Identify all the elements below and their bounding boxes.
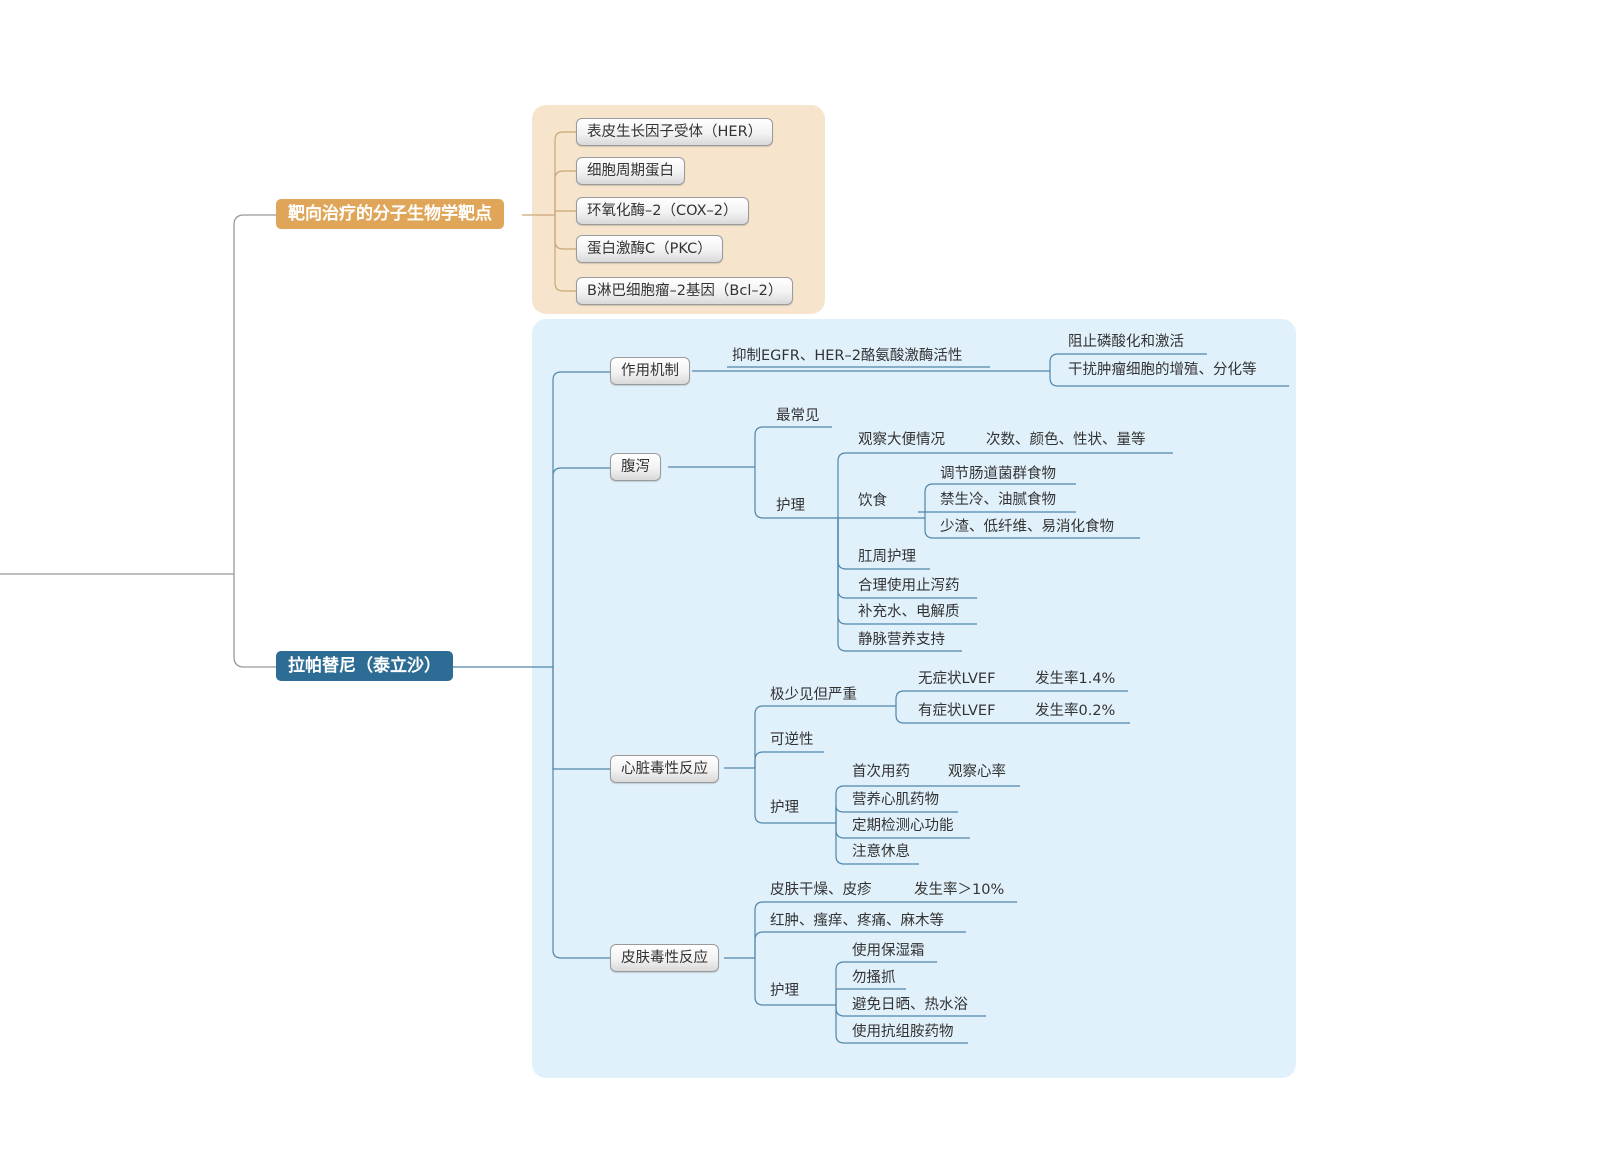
cardiac-first-dose[interactable]: 首次用药 bbox=[852, 764, 910, 780]
skin-care-item[interactable]: 勿搔抓 bbox=[852, 970, 896, 986]
diarrhea-node[interactable]: 腹泻 bbox=[610, 453, 661, 481]
skin-dry-rash-rate[interactable]: 发生率＞10% bbox=[914, 882, 1005, 898]
mechanism-effect[interactable]: 干扰肿瘤细胞的增殖、分化等 bbox=[1068, 362, 1257, 378]
skin-node[interactable]: 皮肤毒性反应 bbox=[610, 944, 719, 972]
diet-item[interactable]: 禁生冷、油腻食物 bbox=[940, 492, 1056, 508]
skin-care-item[interactable]: 使用抗组胺药物 bbox=[852, 1024, 954, 1040]
target-item[interactable]: B淋巴细胞瘤–2基因（Bcl–2） bbox=[576, 277, 794, 305]
cardiac-care-item[interactable]: 定期检测心功能 bbox=[852, 818, 954, 834]
cardiac-reversible[interactable]: 可逆性 bbox=[770, 732, 814, 748]
skin-care-item[interactable]: 使用保湿霜 bbox=[852, 943, 925, 959]
cardiac-asymptomatic-rate[interactable]: 发生率1.4% bbox=[1035, 671, 1116, 687]
skin-care-item[interactable]: 避免日晒、热水浴 bbox=[852, 997, 968, 1013]
diarrhea-care-item[interactable]: 静脉营养支持 bbox=[858, 632, 945, 648]
diet-item[interactable]: 少渣、低纤维、易消化食物 bbox=[940, 519, 1114, 535]
diarrhea-observe-detail[interactable]: 次数、颜色、性状、量等 bbox=[986, 432, 1146, 448]
diarrhea-care-item[interactable]: 补充水、电解质 bbox=[858, 604, 960, 620]
branch-lapatinib-title[interactable]: 拉帕替尼（泰立沙） bbox=[276, 651, 453, 681]
diarrhea-observe[interactable]: 观察大便情况 bbox=[858, 432, 945, 448]
cardiac-asymptomatic[interactable]: 无症状LVEF bbox=[918, 671, 996, 687]
cardiac-symptomatic-rate[interactable]: 发生率0.2% bbox=[1035, 703, 1116, 719]
skin-care-label[interactable]: 护理 bbox=[770, 983, 799, 999]
cardiac-first-dose-detail[interactable]: 观察心率 bbox=[948, 764, 1006, 780]
skin-dry-rash[interactable]: 皮肤干燥、皮疹 bbox=[770, 882, 872, 898]
target-item[interactable]: 蛋白激酶C（PKC） bbox=[576, 235, 723, 263]
mechanism-node[interactable]: 作用机制 bbox=[610, 357, 690, 385]
diarrhea-care-item[interactable]: 肛周护理 bbox=[858, 549, 916, 565]
diarrhea-most-common[interactable]: 最常见 bbox=[776, 408, 820, 424]
diarrhea-diet[interactable]: 饮食 bbox=[858, 493, 887, 509]
diarrhea-care-label[interactable]: 护理 bbox=[776, 498, 805, 514]
cardiac-node[interactable]: 心脏毒性反应 bbox=[610, 755, 719, 783]
cardiac-care-label[interactable]: 护理 bbox=[770, 800, 799, 816]
mechanism-detail[interactable]: 抑制EGFR、HER–2酪氨酸激酶活性 bbox=[732, 348, 963, 364]
branch-targets-title[interactable]: 靶向治疗的分子生物学靶点 bbox=[276, 199, 504, 229]
target-item[interactable]: 表皮生长因子受体（HER） bbox=[576, 118, 774, 146]
cardiac-rare[interactable]: 极少见但严重 bbox=[770, 687, 857, 703]
cardiac-care-item[interactable]: 注意休息 bbox=[852, 844, 910, 860]
diet-item[interactable]: 调节肠道菌群食物 bbox=[940, 466, 1056, 482]
diarrhea-care-item[interactable]: 合理使用止泻药 bbox=[858, 578, 960, 594]
mechanism-effect[interactable]: 阻止磷酸化和激活 bbox=[1068, 334, 1184, 350]
skin-symptoms[interactable]: 红肿、瘙痒、疼痛、麻木等 bbox=[770, 913, 944, 929]
cardiac-care-item[interactable]: 营养心肌药物 bbox=[852, 792, 939, 808]
cardiac-symptomatic[interactable]: 有症状LVEF bbox=[918, 703, 996, 719]
target-item[interactable]: 细胞周期蛋白 bbox=[576, 157, 685, 185]
target-item[interactable]: 环氧化酶–2（COX–2） bbox=[576, 197, 749, 225]
